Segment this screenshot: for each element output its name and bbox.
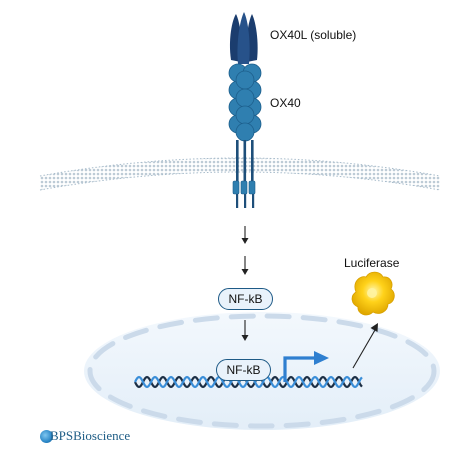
logo-prefix: BPS <box>50 428 74 443</box>
bps-logo-mark-icon <box>40 430 53 443</box>
ox40-receptor-icon <box>228 63 262 142</box>
luciferase-icon <box>351 271 395 316</box>
logo-text: BPSBioscience <box>50 428 130 444</box>
signaling-arrows <box>241 226 249 341</box>
logo-name: Bioscience <box>73 428 131 443</box>
transcription-arrow-icon <box>283 351 329 382</box>
ox40-label: OX40 <box>270 96 301 110</box>
ox40l-label: OX40L (soluble) <box>270 28 357 42</box>
expression-arrow-icon <box>352 323 378 369</box>
luciferase-label: Luciferase <box>344 256 400 270</box>
nfkb-nucleus-pill: NF-kB <box>216 359 271 381</box>
cell-membrane <box>39 157 441 191</box>
ox40l-ligand-icon <box>229 12 258 64</box>
nfkb-cytoplasm-pill: NF-kB <box>218 288 273 310</box>
ox40-transmembrane-stalk <box>232 140 256 208</box>
